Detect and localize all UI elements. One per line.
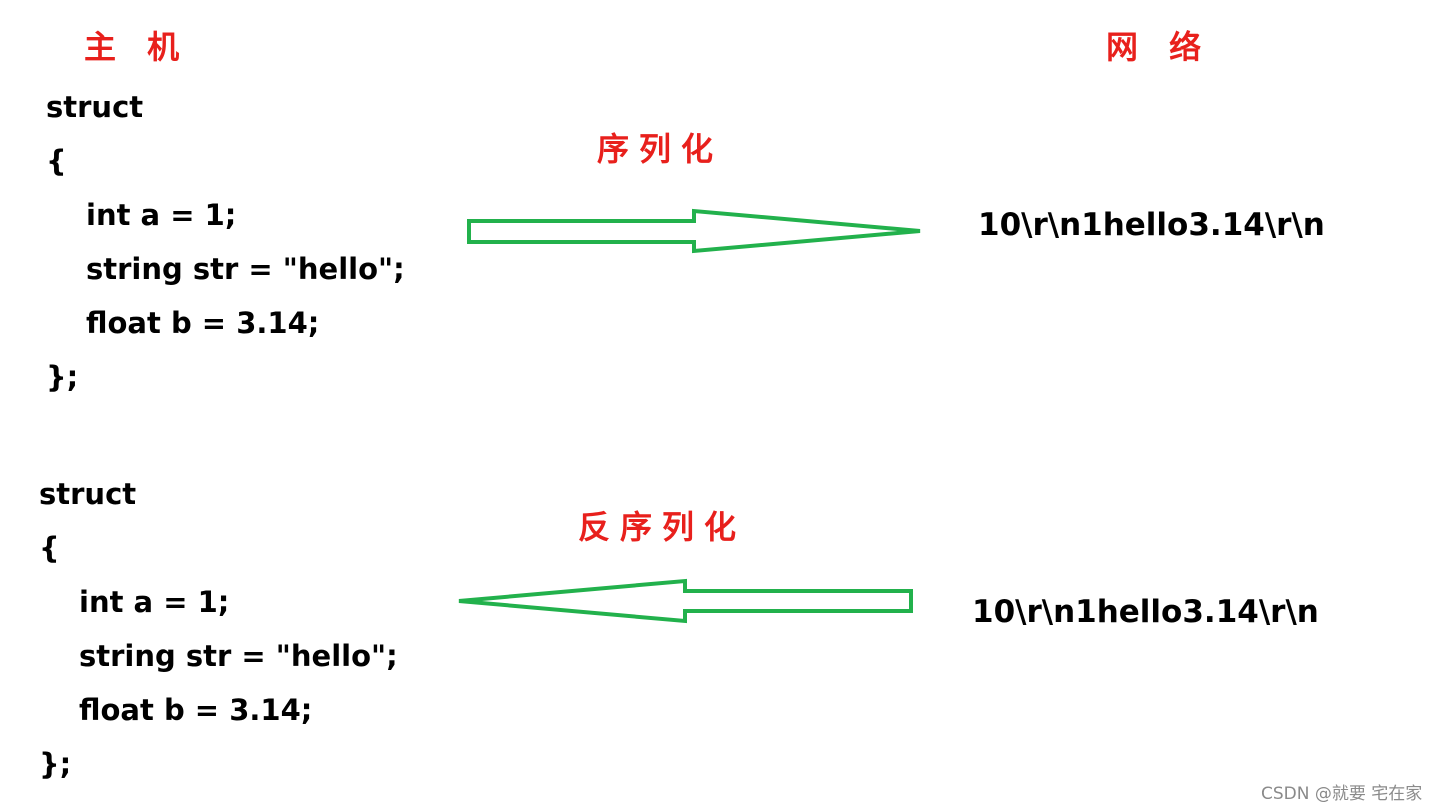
network-payload-top: 10\r\n1hello3.14\r\n xyxy=(978,207,1325,243)
code-line: }; xyxy=(39,747,72,781)
code-line: int a = 1; xyxy=(86,198,237,232)
network-heading: 网 络 xyxy=(1106,28,1212,66)
code-line: struct xyxy=(39,477,137,511)
code-line: { xyxy=(46,144,67,178)
code-line: struct xyxy=(46,90,144,124)
watermark: CSDN @就要 宅在家 xyxy=(1261,784,1423,804)
code-line: int a = 1; xyxy=(79,585,230,619)
right-arrow-icon xyxy=(467,208,921,254)
code-line: float b = 3.14; xyxy=(79,693,313,727)
network-payload-bottom: 10\r\n1hello3.14\r\n xyxy=(972,594,1319,630)
deserialize-label: 反序列化 xyxy=(578,508,747,546)
host-heading: 主 机 xyxy=(84,28,190,66)
serialize-label: 序列化 xyxy=(597,130,724,168)
code-line: string str = "hello"; xyxy=(86,252,405,286)
left-arrow-icon xyxy=(458,578,913,624)
code-line: float b = 3.14; xyxy=(86,306,320,340)
code-line: }; xyxy=(46,360,79,394)
code-line: { xyxy=(39,531,60,565)
code-line: string str = "hello"; xyxy=(79,639,398,673)
